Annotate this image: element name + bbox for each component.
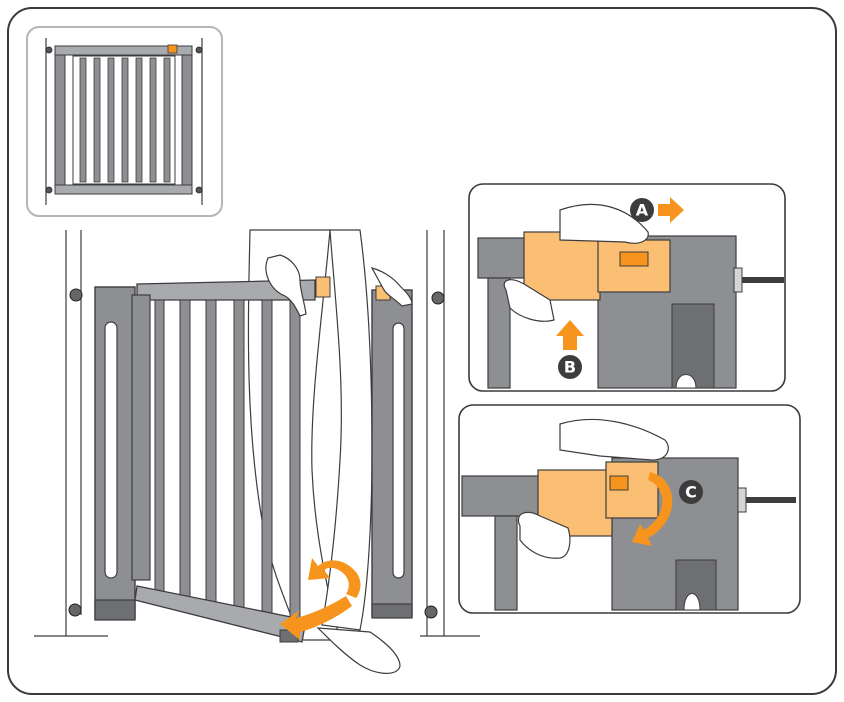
detail-panel-c: C bbox=[459, 405, 800, 613]
door-latch bbox=[316, 277, 330, 297]
thumbnail-latch bbox=[168, 45, 177, 53]
latch-housing bbox=[524, 232, 600, 300]
right-post bbox=[372, 290, 412, 618]
closed-gate-thumbnail bbox=[27, 27, 222, 216]
bolt bbox=[425, 606, 437, 618]
bolt bbox=[432, 292, 444, 304]
callout-b-label: B bbox=[564, 358, 576, 377]
bolt bbox=[70, 289, 82, 301]
callout-c-label: C bbox=[685, 483, 697, 502]
left-post bbox=[95, 287, 135, 620]
bolt bbox=[69, 604, 81, 616]
detail-panel-ab: A B bbox=[469, 184, 785, 391]
callout-a-label: A bbox=[636, 201, 649, 220]
